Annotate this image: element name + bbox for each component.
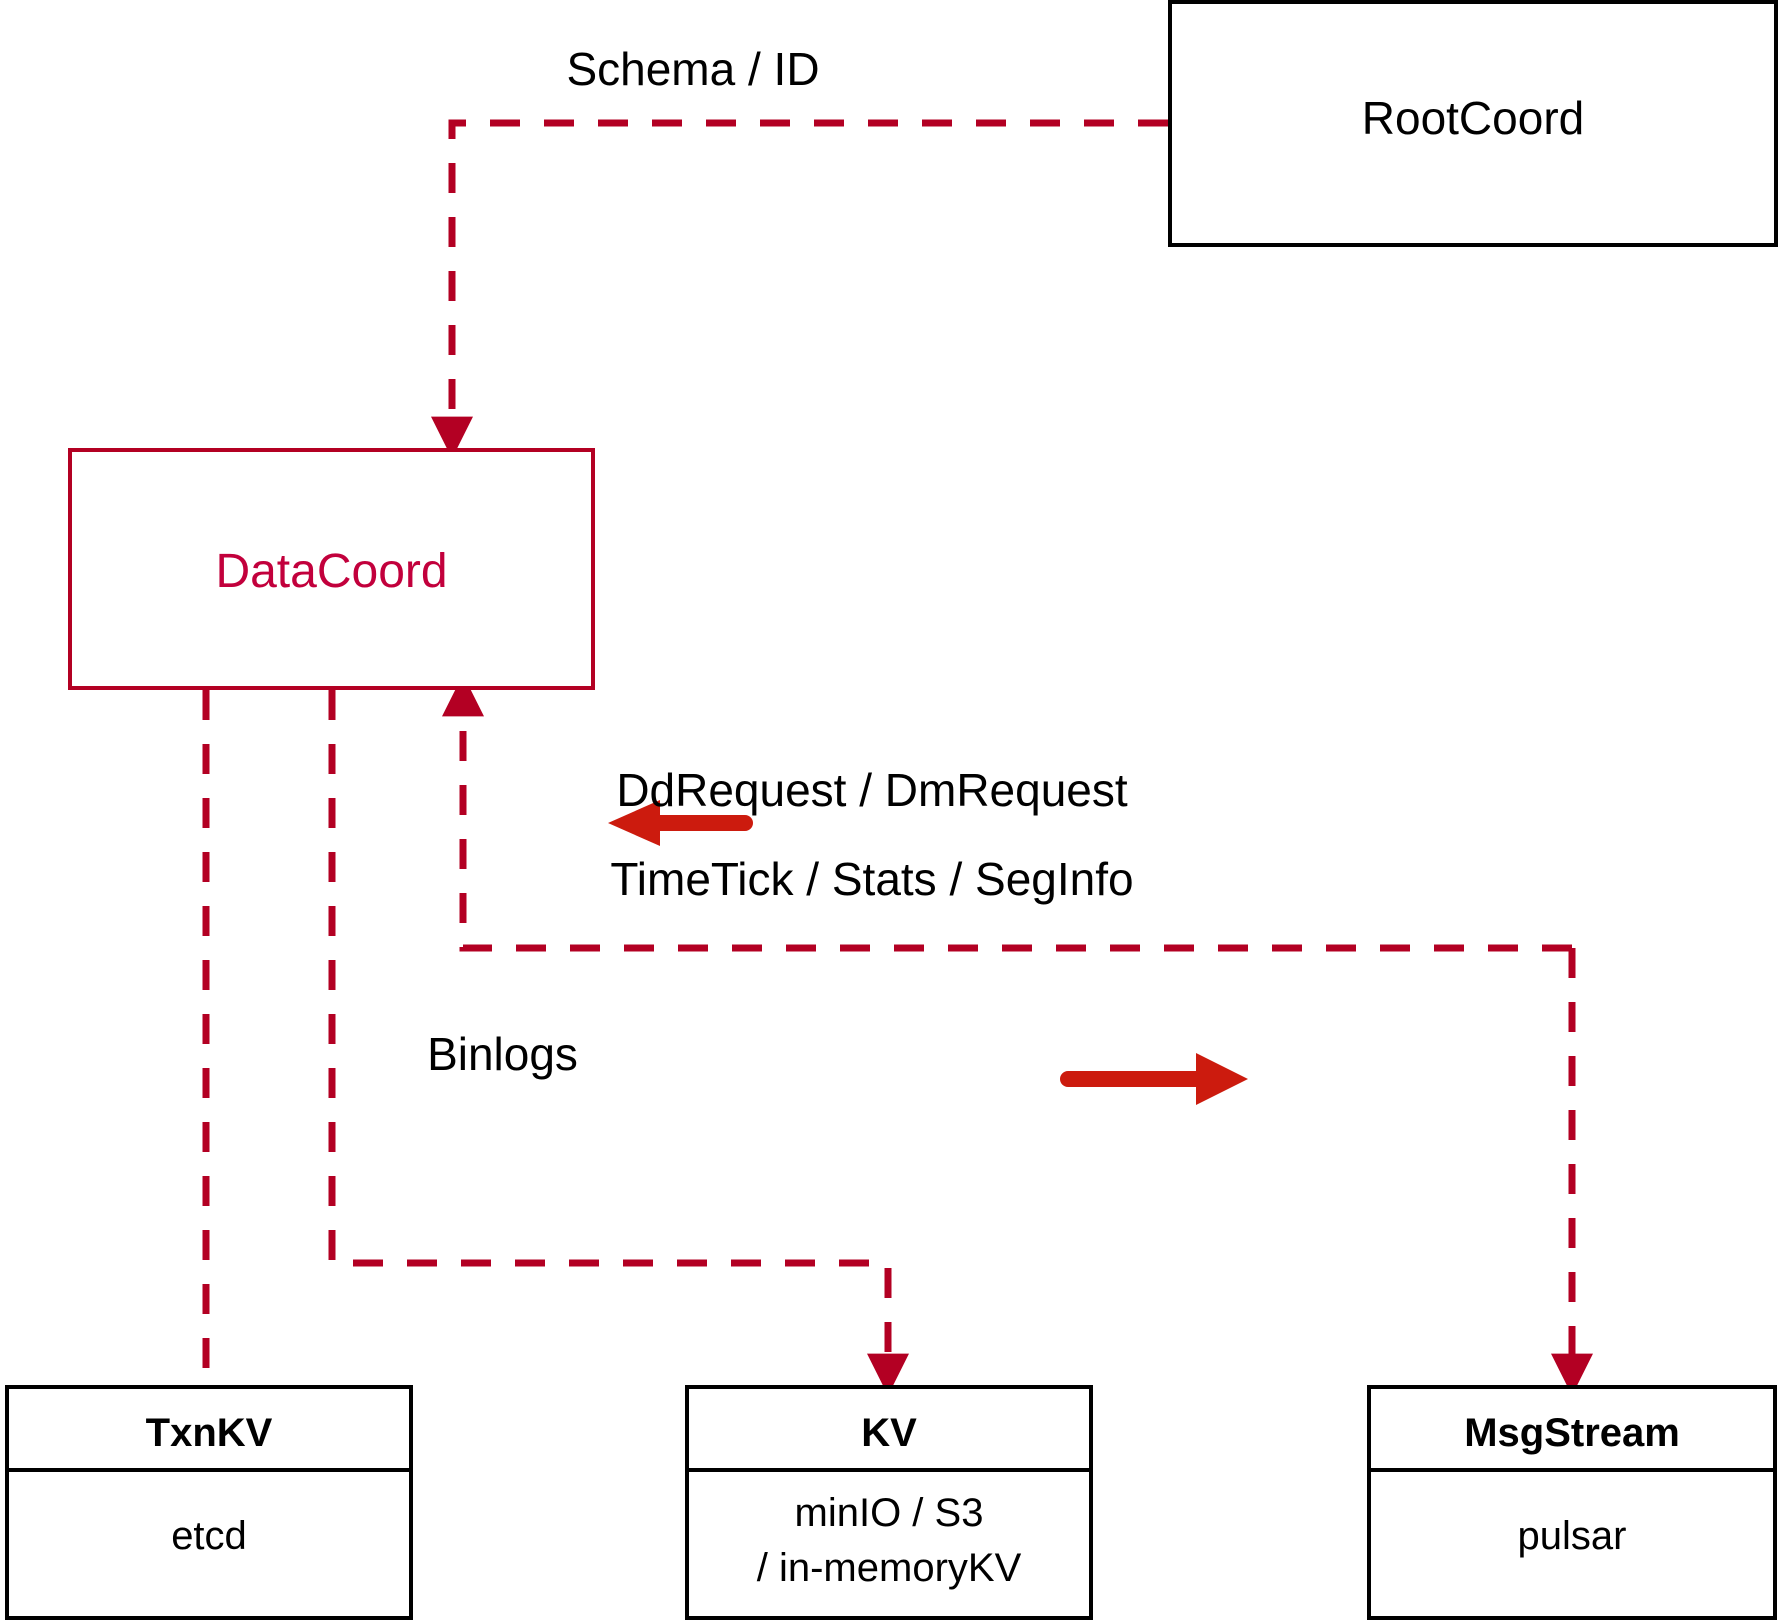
- direction-arrow-left-icon: [608, 800, 753, 846]
- node-data-coord[interactable]: DataCoord: [68, 448, 595, 690]
- node-root-coord[interactable]: RootCoord: [1168, 0, 1778, 247]
- edge-label-dd-dm-request: DdRequest / DmRequest: [616, 764, 1128, 816]
- edge-schema-id: [431, 119, 1168, 459]
- node-root-coord-label: RootCoord: [1361, 92, 1585, 144]
- node-msg-stream-header: MsgStream: [1464, 1411, 1680, 1455]
- node-txn-kv-divider: [9, 1468, 409, 1472]
- node-kv-divider: [689, 1468, 1089, 1472]
- edge-label-timetick-stats-seginfo: TimeTick / Stats / SegInfo: [610, 853, 1134, 905]
- edge-dd-dm-request: [442, 674, 1572, 952]
- node-txn-kv[interactable]: TxnKV etcd: [5, 1385, 413, 1620]
- node-msg-stream-divider: [1371, 1468, 1773, 1472]
- edge-label-schema-id: Schema / ID: [566, 43, 820, 95]
- direction-arrow-right-icon: [1060, 1053, 1248, 1105]
- node-data-coord-label: DataCoord: [215, 545, 448, 598]
- node-txn-kv-body: etcd: [171, 1514, 247, 1558]
- node-txn-kv-header: TxnKV: [145, 1411, 273, 1455]
- node-kv-body-line1: minIO / S3: [794, 1491, 984, 1535]
- edge-label-binlogs: Binlogs: [427, 1028, 578, 1080]
- edge-binlogs: [328, 690, 909, 1396]
- node-kv[interactable]: KV minIO / S3 / in-memoryKV: [685, 1385, 1093, 1620]
- node-kv-header: KV: [861, 1411, 917, 1455]
- node-msg-stream-body: pulsar: [1517, 1514, 1627, 1558]
- node-msg-stream[interactable]: MsgStream pulsar: [1367, 1385, 1777, 1620]
- node-kv-body-line2: / in-memoryKV: [756, 1546, 1022, 1590]
